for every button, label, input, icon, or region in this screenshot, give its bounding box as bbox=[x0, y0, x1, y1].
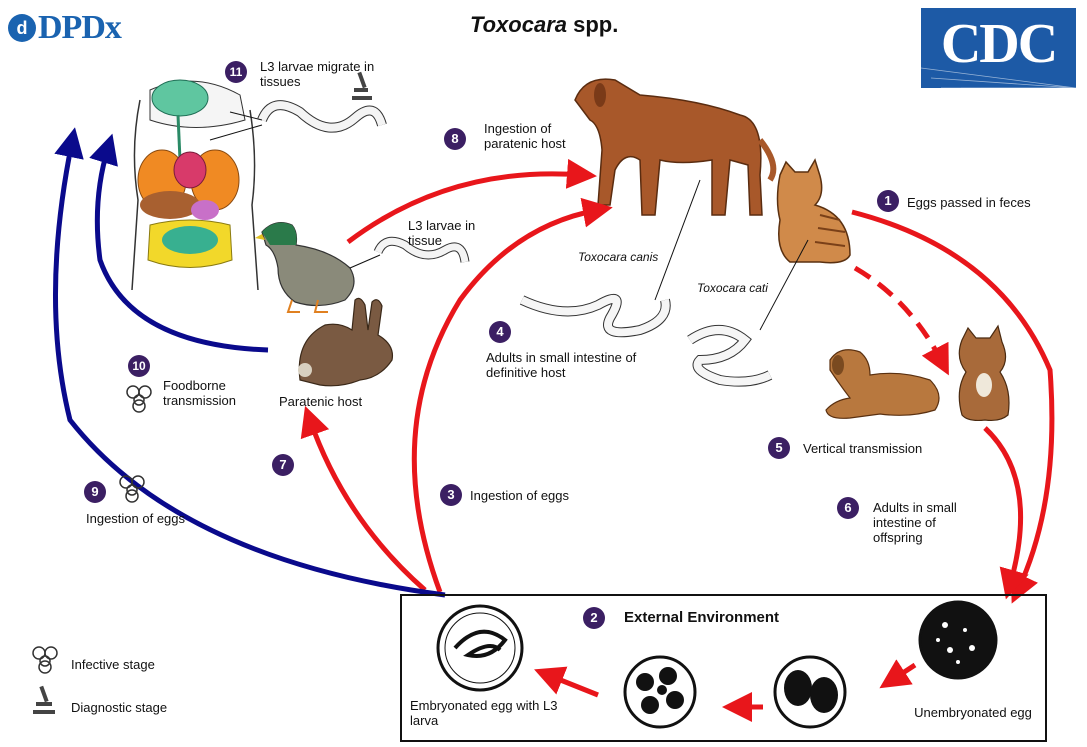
step-text-8: Ingestion of paratenic host bbox=[484, 121, 594, 151]
blue-arrows bbox=[55, 142, 445, 595]
step-badge-4: 4 bbox=[489, 321, 511, 343]
step-badge-9: 9 bbox=[84, 481, 106, 503]
arrow-3 bbox=[414, 210, 598, 592]
arrow-6 bbox=[985, 428, 1021, 585]
arrow-7 bbox=[310, 420, 425, 590]
step-badge-5: 5 bbox=[768, 437, 790, 459]
cat-illustration bbox=[778, 160, 851, 263]
step-text-5: Vertical transmission bbox=[803, 441, 922, 456]
biohazard-icon-10 bbox=[127, 386, 151, 412]
arrow-vertical bbox=[855, 268, 942, 362]
step-badge-7: 7 bbox=[272, 454, 294, 476]
toxocara-canis-label: Toxocara canis bbox=[578, 250, 658, 265]
step-text-10: Foodborne transmission bbox=[163, 378, 253, 408]
l3-tissue-label: L3 larvae in tissue bbox=[408, 218, 488, 248]
step-text-2: External Environment bbox=[624, 610, 779, 625]
step-text-9: Ingestion of eggs bbox=[86, 511, 185, 526]
legend-diagnostic-label: Diagnostic stage bbox=[71, 700, 167, 715]
step-text-11: L3 larvae migrate in tissues bbox=[260, 59, 410, 89]
toxocara-cati-label: Toxocara cati bbox=[697, 281, 768, 296]
dog-illustration bbox=[575, 79, 773, 215]
step-badge-6: 6 bbox=[837, 497, 859, 519]
microscope-icon-legend bbox=[33, 686, 55, 714]
step-badge-2: 2 bbox=[583, 607, 605, 629]
kitten-illustration bbox=[959, 326, 1009, 420]
human-figure bbox=[132, 80, 258, 290]
step-badge-1: 1 bbox=[877, 190, 899, 212]
step-badge-8: 8 bbox=[444, 128, 466, 150]
step-text-6: Adults in small intestine of offspring bbox=[873, 500, 983, 545]
duck-illustration bbox=[255, 223, 354, 312]
embryonated-egg-label: Embryonated egg with L3 larva bbox=[410, 698, 560, 728]
arrow-9 bbox=[55, 142, 445, 595]
step-text-4: Adults in small intestine of definitive … bbox=[486, 350, 671, 380]
unembryonated-egg-label: Unembryonated egg bbox=[903, 705, 1043, 720]
step-text-3: Ingestion of eggs bbox=[470, 488, 569, 503]
biohazard-icon-legend bbox=[33, 647, 57, 673]
step-badge-10: 10 bbox=[128, 355, 150, 377]
paratenic-host-label: Paratenic host bbox=[279, 394, 362, 409]
legend-infective-label: Infective stage bbox=[71, 657, 155, 672]
step-badge-11: 11 bbox=[225, 61, 247, 83]
puppy-illustration bbox=[826, 350, 939, 419]
step-text-1: Eggs passed in feces bbox=[907, 195, 1031, 210]
step-badge-3: 3 bbox=[440, 484, 462, 506]
rabbit-illustration bbox=[298, 298, 392, 385]
